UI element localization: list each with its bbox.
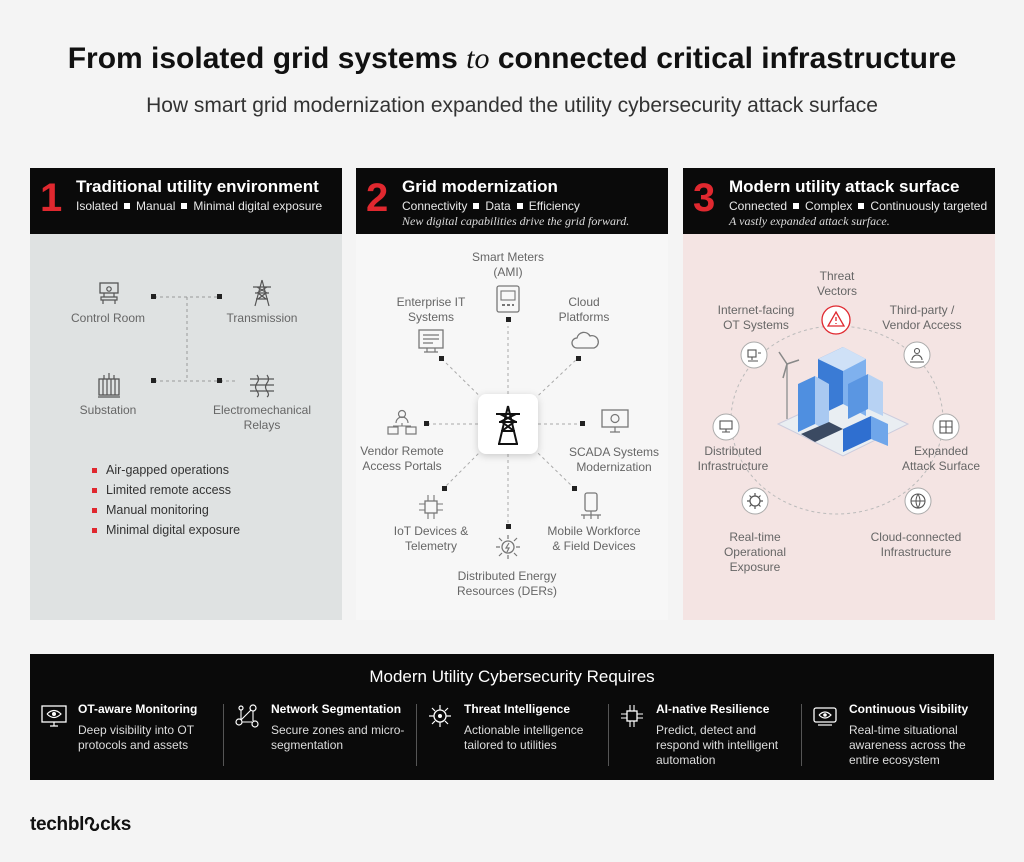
connector-dot (151, 378, 156, 383)
panel-number: 1 (40, 176, 63, 220)
panel-title: Modern utility attack surface (729, 177, 960, 196)
panel-title: Traditional utility environment (76, 177, 319, 196)
requirements-bar: Modern Utility Cybersecurity Requires OT… (30, 654, 994, 780)
panel-number: 2 (366, 176, 389, 220)
connector-lines (154, 296, 238, 382)
panel-number: 3 (693, 176, 716, 220)
monitor-eye-icon (41, 705, 67, 727)
requirement-segmentation: Network Segmentation Secure zones and mi… (223, 702, 415, 768)
spoke-dot (506, 524, 511, 529)
node-transmission: Transmission (226, 311, 298, 325)
virus-icon (429, 705, 451, 727)
energy-sun-icon (496, 535, 520, 559)
relay-coil-icon (250, 374, 274, 398)
bullet-item: Manual monitoring (92, 503, 209, 517)
smart-meter-icon (496, 285, 520, 313)
iot-chip-icon (419, 495, 443, 519)
globe-icon (904, 487, 932, 515)
spoke-dot (439, 356, 444, 361)
panel-title: Grid modernization (402, 177, 558, 196)
eye-monitor-icon (813, 707, 837, 726)
connector-dot (151, 294, 156, 299)
scada-monitor-icon (601, 409, 629, 433)
node-substation: Substation (79, 403, 137, 417)
distributed-infra-icon (712, 413, 740, 441)
spoke-dot (580, 421, 585, 426)
panel-header: 1 Traditional utility environment Isolat… (30, 168, 342, 234)
hub-tower (478, 394, 538, 454)
node-third-party: Third-party /Vendor Access (882, 303, 962, 332)
city-illustration (776, 347, 910, 457)
network-nodes-icon (235, 704, 259, 728)
title-connector: to (466, 42, 490, 75)
gear-icon (741, 487, 769, 515)
divider (801, 704, 802, 766)
page-title: From isolated grid systems to connected … (67, 42, 957, 75)
connector-dot (217, 294, 222, 299)
requirements-title: Modern Utility Cybersecurity Requires (369, 667, 655, 686)
divider (416, 704, 417, 766)
logo-loop-icon (84, 816, 100, 832)
panel-header: 3 Modern utility attack surface Connecte… (683, 168, 995, 234)
panel-note: New digital capabilities drive the grid … (402, 214, 630, 228)
bullet-item: Limited remote access (91, 483, 232, 497)
spoke-dot (506, 317, 511, 322)
vendor-access-icon (903, 341, 931, 369)
network-ot-icon (740, 341, 768, 369)
circuit-chip-icon (621, 705, 643, 727)
grid-expand-icon (932, 413, 960, 441)
spoke-dot (576, 356, 581, 361)
requirement-ai-resilience: AI-native Resilience Predict, detect and… (608, 702, 800, 768)
divider (223, 704, 224, 766)
control-room-icon (99, 282, 119, 304)
node-mobile: Mobile Workforce& Field Devices (547, 524, 641, 553)
bullet-item: Minimal digital exposure (91, 523, 241, 537)
mobile-device-icon (581, 492, 601, 519)
node-control-room: Control Room (70, 311, 146, 325)
requirement-visibility: Continuous Visibility Real-time situatio… (801, 702, 993, 768)
vendor-portal-icon (387, 409, 417, 435)
divider (608, 704, 609, 766)
panel-attack-surface: 3 Modern utility attack surface Connecte… (683, 168, 995, 620)
spoke-dot (424, 421, 429, 426)
spoke-dot (442, 486, 447, 491)
cloud-icon (571, 331, 599, 349)
spoke-dot (572, 486, 577, 491)
bullet-item: Air-gapped operations (92, 463, 229, 477)
panel-traditional: 1 Traditional utility environment Isolat… (30, 168, 342, 620)
server-rack-icon (418, 329, 444, 353)
requirement-threat-intel: Threat Intelligence Actionable intellige… (416, 702, 608, 768)
panel-note: A vastly expanded attack surface. (729, 214, 890, 228)
node-iot: IoT Devices &Telemetry (393, 524, 469, 553)
requirement-ot-monitoring: OT-aware Monitoring Deep visibility into… (30, 702, 222, 768)
substation-icon (98, 373, 120, 398)
warning-icon (821, 305, 851, 335)
node-smart-meters: Smart Meters(AMI) (471, 250, 544, 279)
transmission-tower-icon (253, 279, 271, 307)
page-subtitle: How smart grid modernization expanded th… (146, 94, 878, 117)
transmission-tower-icon (496, 405, 520, 445)
connector-dot (217, 378, 222, 383)
